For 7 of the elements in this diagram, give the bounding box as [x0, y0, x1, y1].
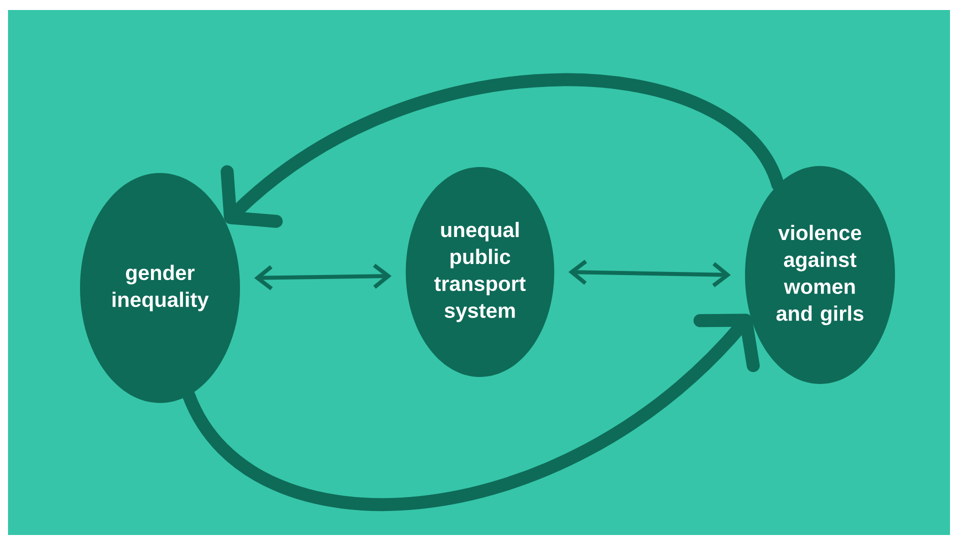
ellipse-node: unequal public transport system	[406, 166, 554, 377]
arrow	[182, 314, 760, 511]
arrow	[220, 73, 784, 228]
arrow	[568, 260, 731, 288]
arrow	[254, 264, 392, 290]
ellipse-node: gender inequality	[80, 172, 240, 403]
ellipse-node: violence against women and girls	[745, 166, 895, 384]
